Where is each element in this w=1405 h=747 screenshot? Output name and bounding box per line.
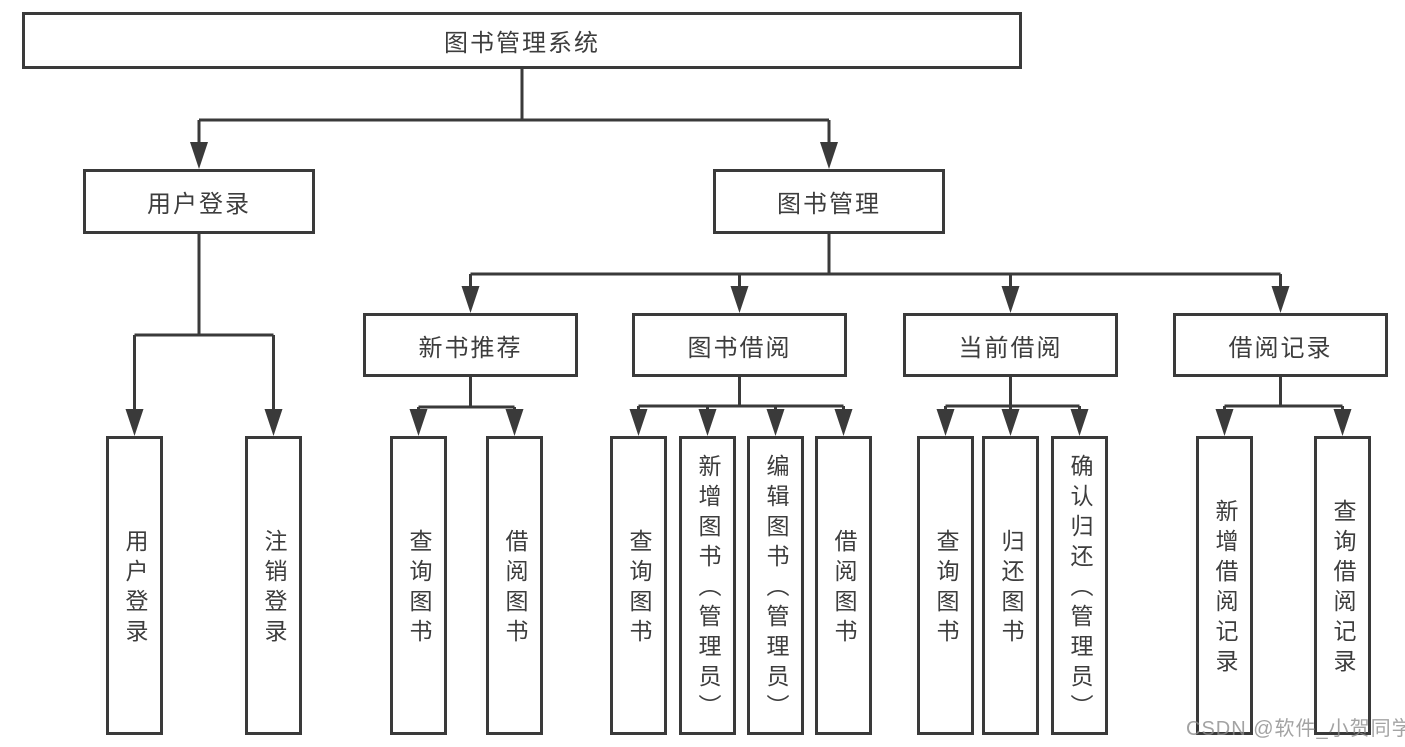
leaf-current-return-books: 归还图书 xyxy=(982,436,1039,735)
leaf-borrow-query-books: 查询图书 xyxy=(610,436,667,735)
node-user-login: 用户登录 xyxy=(83,169,315,234)
node-book-borrowing: 图书借阅 xyxy=(632,313,847,377)
leaf-borrow-borrow-books-label: 借阅图书 xyxy=(831,529,857,649)
node-root: 图书管理系统 xyxy=(22,12,1022,69)
node-current-borrowing-label: 当前借阅 xyxy=(958,334,1063,362)
leaf-newbooks-query-books-label: 查询图书 xyxy=(406,529,432,649)
node-book-borrowing-label: 图书借阅 xyxy=(687,334,792,362)
node-borrowing-records: 借阅记录 xyxy=(1173,313,1388,377)
connector-user-login-to-leaves xyxy=(133,234,275,417)
leaf-newbooks-query-books: 查询图书 xyxy=(390,436,447,735)
leaf-newbooks-borrow-books: 借阅图书 xyxy=(486,436,543,735)
leaf-logout-label: 注销登录 xyxy=(261,529,287,649)
leaf-newbooks-borrow-books-label: 借阅图书 xyxy=(502,529,528,649)
leaf-records-query-record: 查询借阅记录 xyxy=(1314,436,1371,735)
node-new-book-recommendation: 新书推荐 xyxy=(363,313,578,377)
connector-new-books-to-leaves xyxy=(417,377,516,417)
leaf-borrow-edit-books-admin: 编辑图书（管理员） xyxy=(747,436,804,735)
leaf-records-add-record: 新增借阅记录 xyxy=(1196,436,1253,735)
leaf-borrow-query-books-label: 查询图书 xyxy=(626,529,652,649)
node-root-label: 图书管理系统 xyxy=(444,30,600,57)
leaf-current-query-books: 查询图书 xyxy=(917,436,974,735)
leaf-records-add-record-label: 新增借阅记录 xyxy=(1212,499,1238,679)
leaf-logout: 注销登录 xyxy=(245,436,302,735)
leaf-user-login: 用户登录 xyxy=(106,436,163,735)
node-borrowing-records-label: 借阅记录 xyxy=(1228,334,1333,362)
arrowheads xyxy=(125,142,1352,436)
node-book-management: 图书管理 xyxy=(713,169,945,234)
leaf-records-query-record-label: 查询借阅记录 xyxy=(1330,499,1356,679)
leaf-current-query-books-label: 查询图书 xyxy=(933,529,959,649)
connector-book-management-to-modules xyxy=(469,234,1282,294)
leaf-borrow-edit-books-admin-label: 编辑图书（管理员） xyxy=(763,454,789,724)
leaf-borrow-add-books-admin: 新增图书（管理员） xyxy=(679,436,736,735)
connector-root-to-level2 xyxy=(197,69,831,149)
leaf-borrow-borrow-books: 借阅图书 xyxy=(815,436,872,735)
watermark: CSDN @软件_小贺同学 xyxy=(1186,718,1405,740)
leaf-current-confirm-return-admin: 确认归还（管理员） xyxy=(1051,436,1108,735)
leaf-current-return-books-label: 归还图书 xyxy=(998,529,1024,649)
node-current-borrowing: 当前借阅 xyxy=(903,313,1118,377)
leaf-user-login-label: 用户登录 xyxy=(122,529,148,649)
node-new-book-recommendation-label: 新书推荐 xyxy=(418,334,523,362)
node-user-login-label: 用户登录 xyxy=(147,191,251,218)
node-book-management-label: 图书管理 xyxy=(777,191,881,218)
connector-borrowing-to-leaves xyxy=(637,377,845,417)
connector-records-to-leaves xyxy=(1223,377,1344,417)
leaf-current-confirm-return-admin-label: 确认归还（管理员） xyxy=(1067,454,1093,724)
leaf-borrow-add-books-admin-label: 新增图书（管理员） xyxy=(695,454,721,724)
